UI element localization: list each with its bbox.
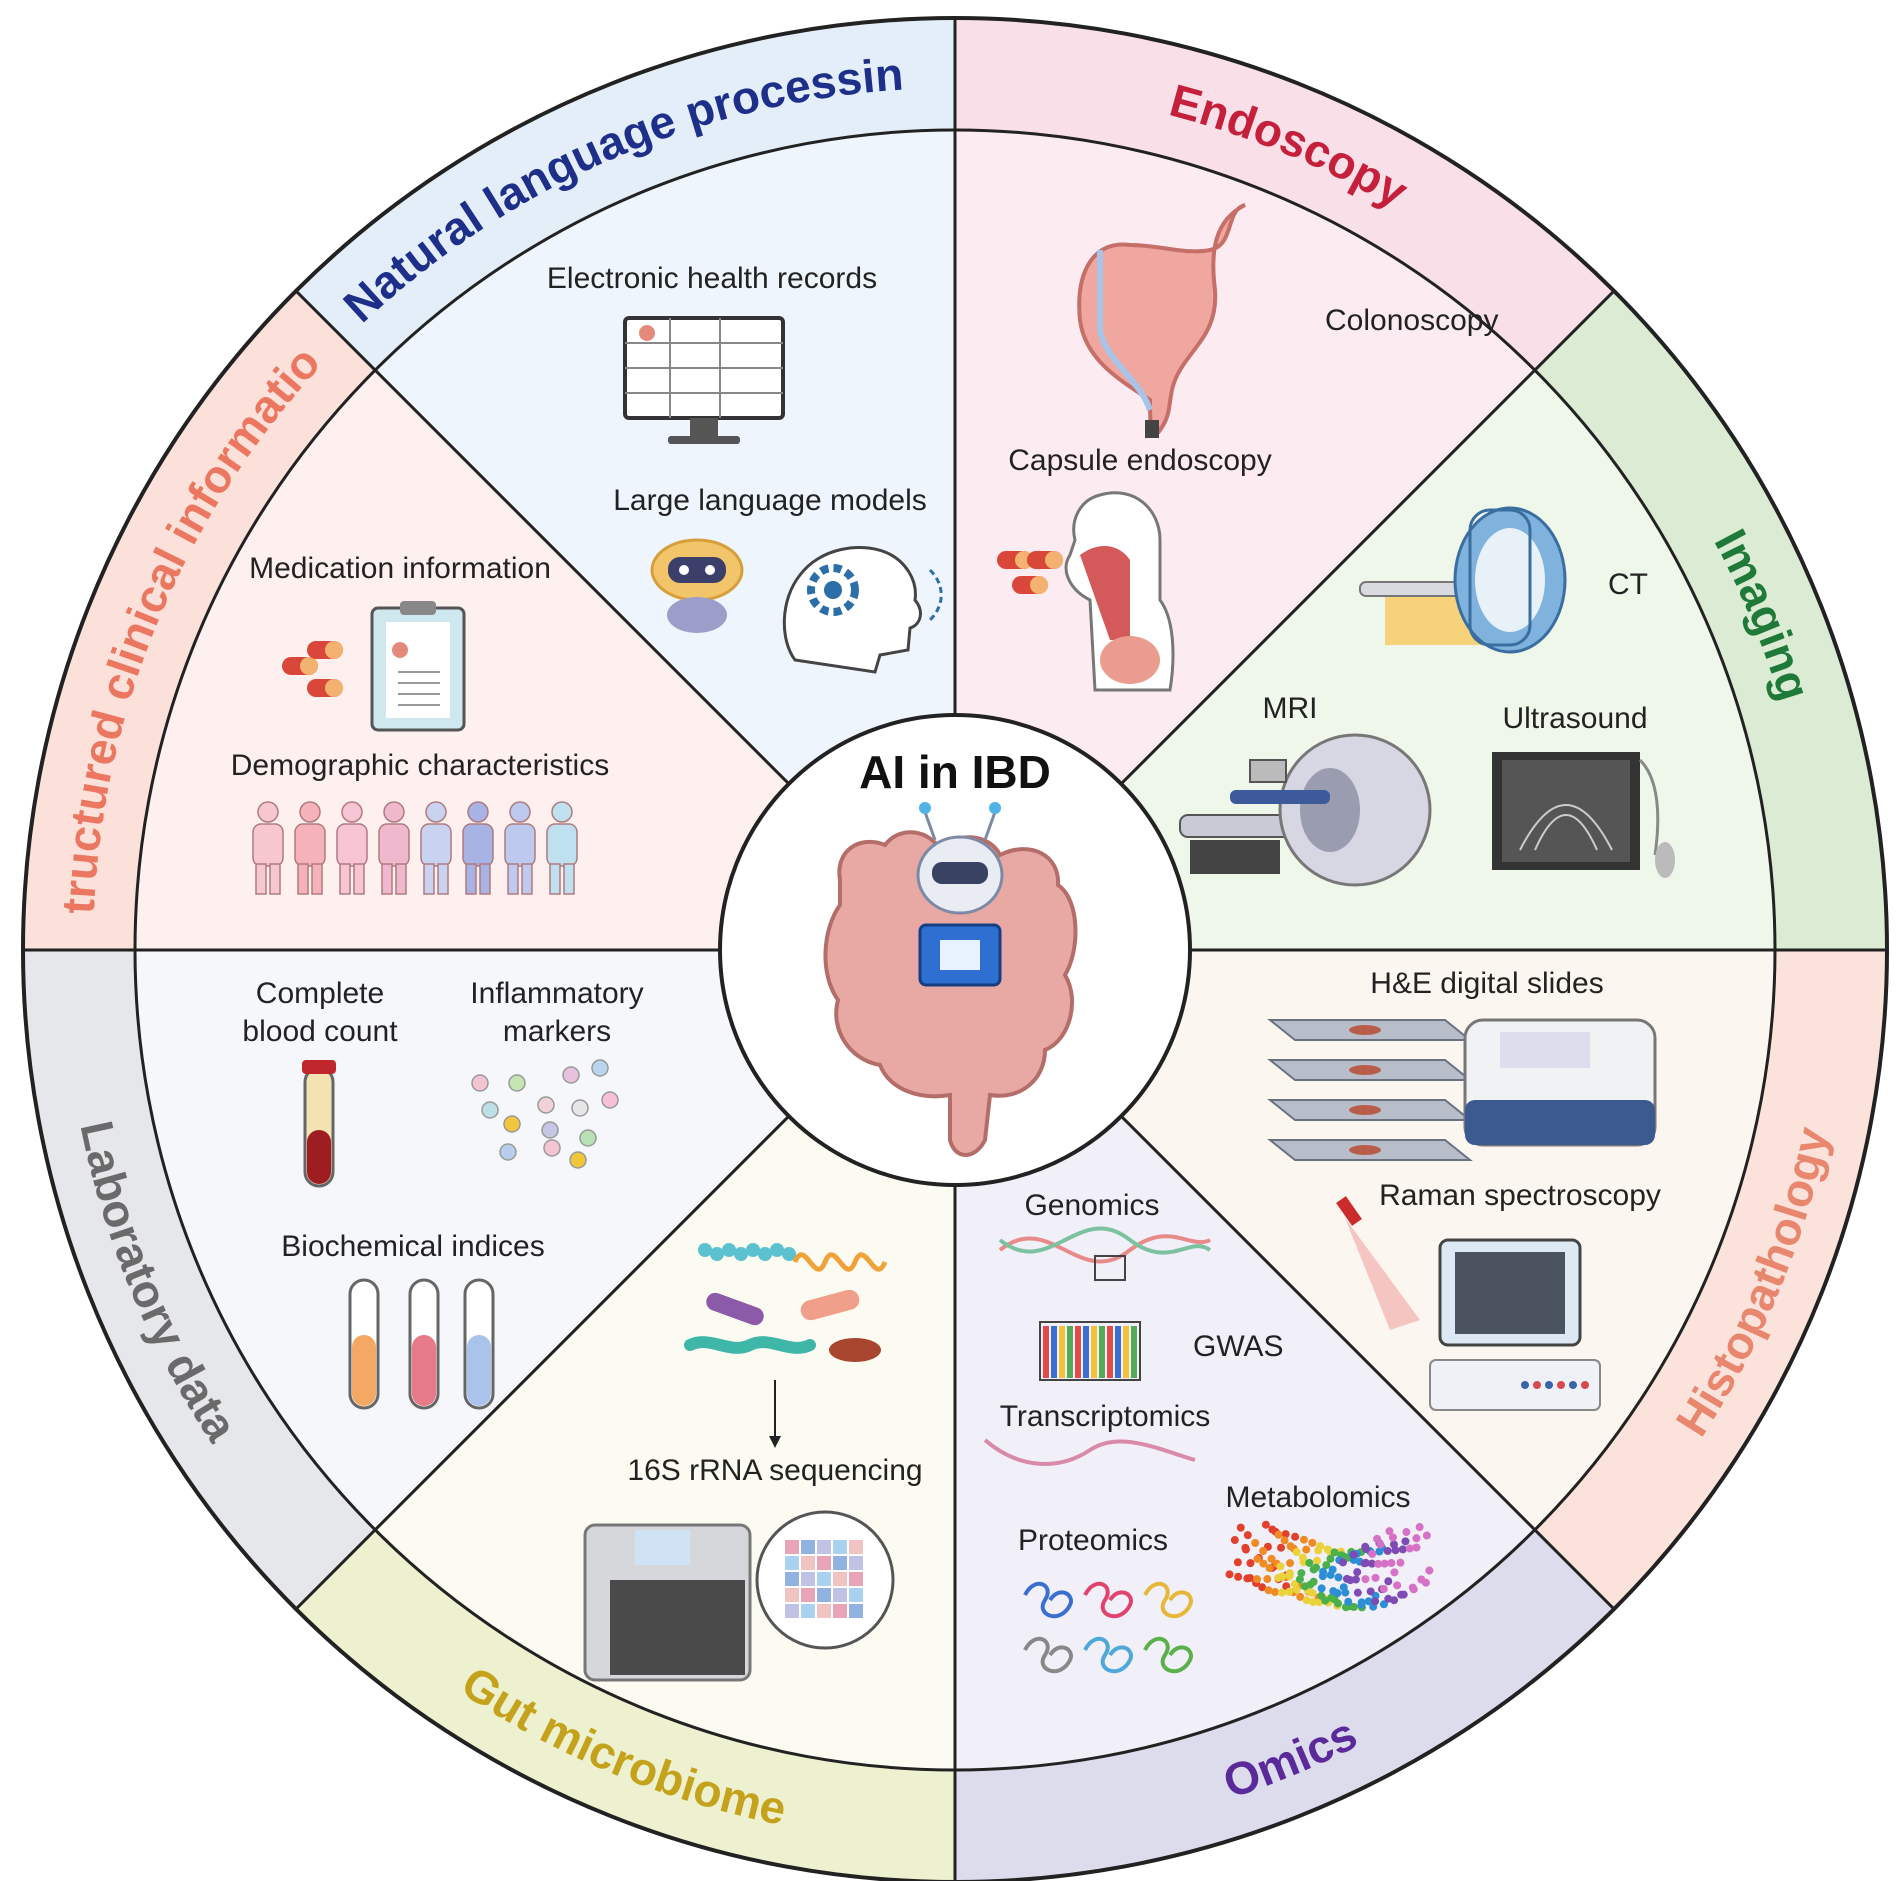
label-sequencer: 16S rRNA sequencing	[627, 1454, 922, 1487]
ring-segment-endoscopy	[955, 18, 1615, 371]
divider-line	[1120, 289, 1616, 785]
gwas-icon	[1039, 1321, 1141, 1381]
mid-border	[133, 128, 1777, 1772]
rna-icon	[983, 1438, 1196, 1466]
icons-layer	[252, 203, 1675, 1682]
sector-lab	[135, 950, 789, 1530]
label-capsule: Capsule endoscopy	[1008, 444, 1272, 477]
label-colon: Colonoscopy	[1325, 304, 1498, 337]
label-slide-scanner: H&E digital slides	[1370, 967, 1603, 1000]
ring-segment-lab	[23, 950, 376, 1610]
ring-segment-gut	[295, 1529, 955, 1881]
label-rna: Transcriptomics	[1000, 1400, 1211, 1433]
intestine-robot-icon	[823, 802, 1078, 1157]
center-title: AI in IBD	[859, 746, 1051, 798]
blood-tube-icon	[302, 1060, 336, 1188]
label-ct-scanner: CT	[1608, 568, 1648, 601]
ring-segment-omics	[955, 1529, 1615, 1881]
markers-icon	[471, 1059, 619, 1169]
divider-line	[294, 289, 790, 785]
label-tubes: Biochemical indices	[281, 1230, 544, 1263]
microbes-icon	[684, 1243, 888, 1448]
metabolite-icon	[1225, 1520, 1434, 1612]
ring-segment-nlp	[295, 18, 956, 371]
label-gwas: GWAS	[1193, 1330, 1284, 1363]
label-raman: Raman spectroscopy	[1379, 1179, 1661, 1212]
dna-icon	[998, 1226, 1212, 1281]
people-icon	[252, 801, 578, 895]
label-mri-scanner: MRI	[1263, 692, 1318, 725]
label-protein: Proteomics	[1018, 1524, 1168, 1557]
ring-segment-structured	[23, 290, 376, 951]
mri-scanner-icon	[1179, 733, 1432, 887]
divider-line	[294, 1115, 790, 1611]
label-people: Demographic characteristics	[231, 749, 609, 782]
divider-line	[1120, 1115, 1616, 1611]
colon-icon	[1077, 203, 1246, 438]
label-robot-brain: Large language models	[613, 484, 927, 517]
outer-ring	[23, 18, 1887, 1881]
label-monitor: Electronic health records	[547, 262, 877, 295]
robot-brain-icon	[650, 538, 943, 674]
ring-segment-histopathology	[1534, 950, 1887, 1610]
monitor-icon	[623, 316, 785, 444]
outer-border	[21, 16, 1889, 1881]
slide-scanner-icon	[1267, 1018, 1657, 1161]
label-clipboard: Medication information	[249, 552, 551, 585]
raman-icon	[1336, 1196, 1601, 1411]
sector-dividers	[21, 16, 1889, 1881]
ct-scanner-icon	[1359, 506, 1567, 654]
center-hub: AI in IBD	[718, 713, 1192, 1187]
label-metabolite: Metabolomics	[1225, 1481, 1410, 1514]
protein-icon	[1023, 1581, 1193, 1674]
sequencer-icon	[583, 1510, 895, 1682]
label-ultrasound: Ultrasound	[1502, 702, 1647, 735]
capsule-icon	[997, 491, 1175, 692]
label-dna: Genomics	[1024, 1189, 1159, 1222]
tubes-icon	[348, 1278, 495, 1410]
ultrasound-icon	[1492, 752, 1675, 878]
ring-segment-imaging	[1534, 290, 1887, 951]
clipboard-icon	[282, 601, 466, 732]
